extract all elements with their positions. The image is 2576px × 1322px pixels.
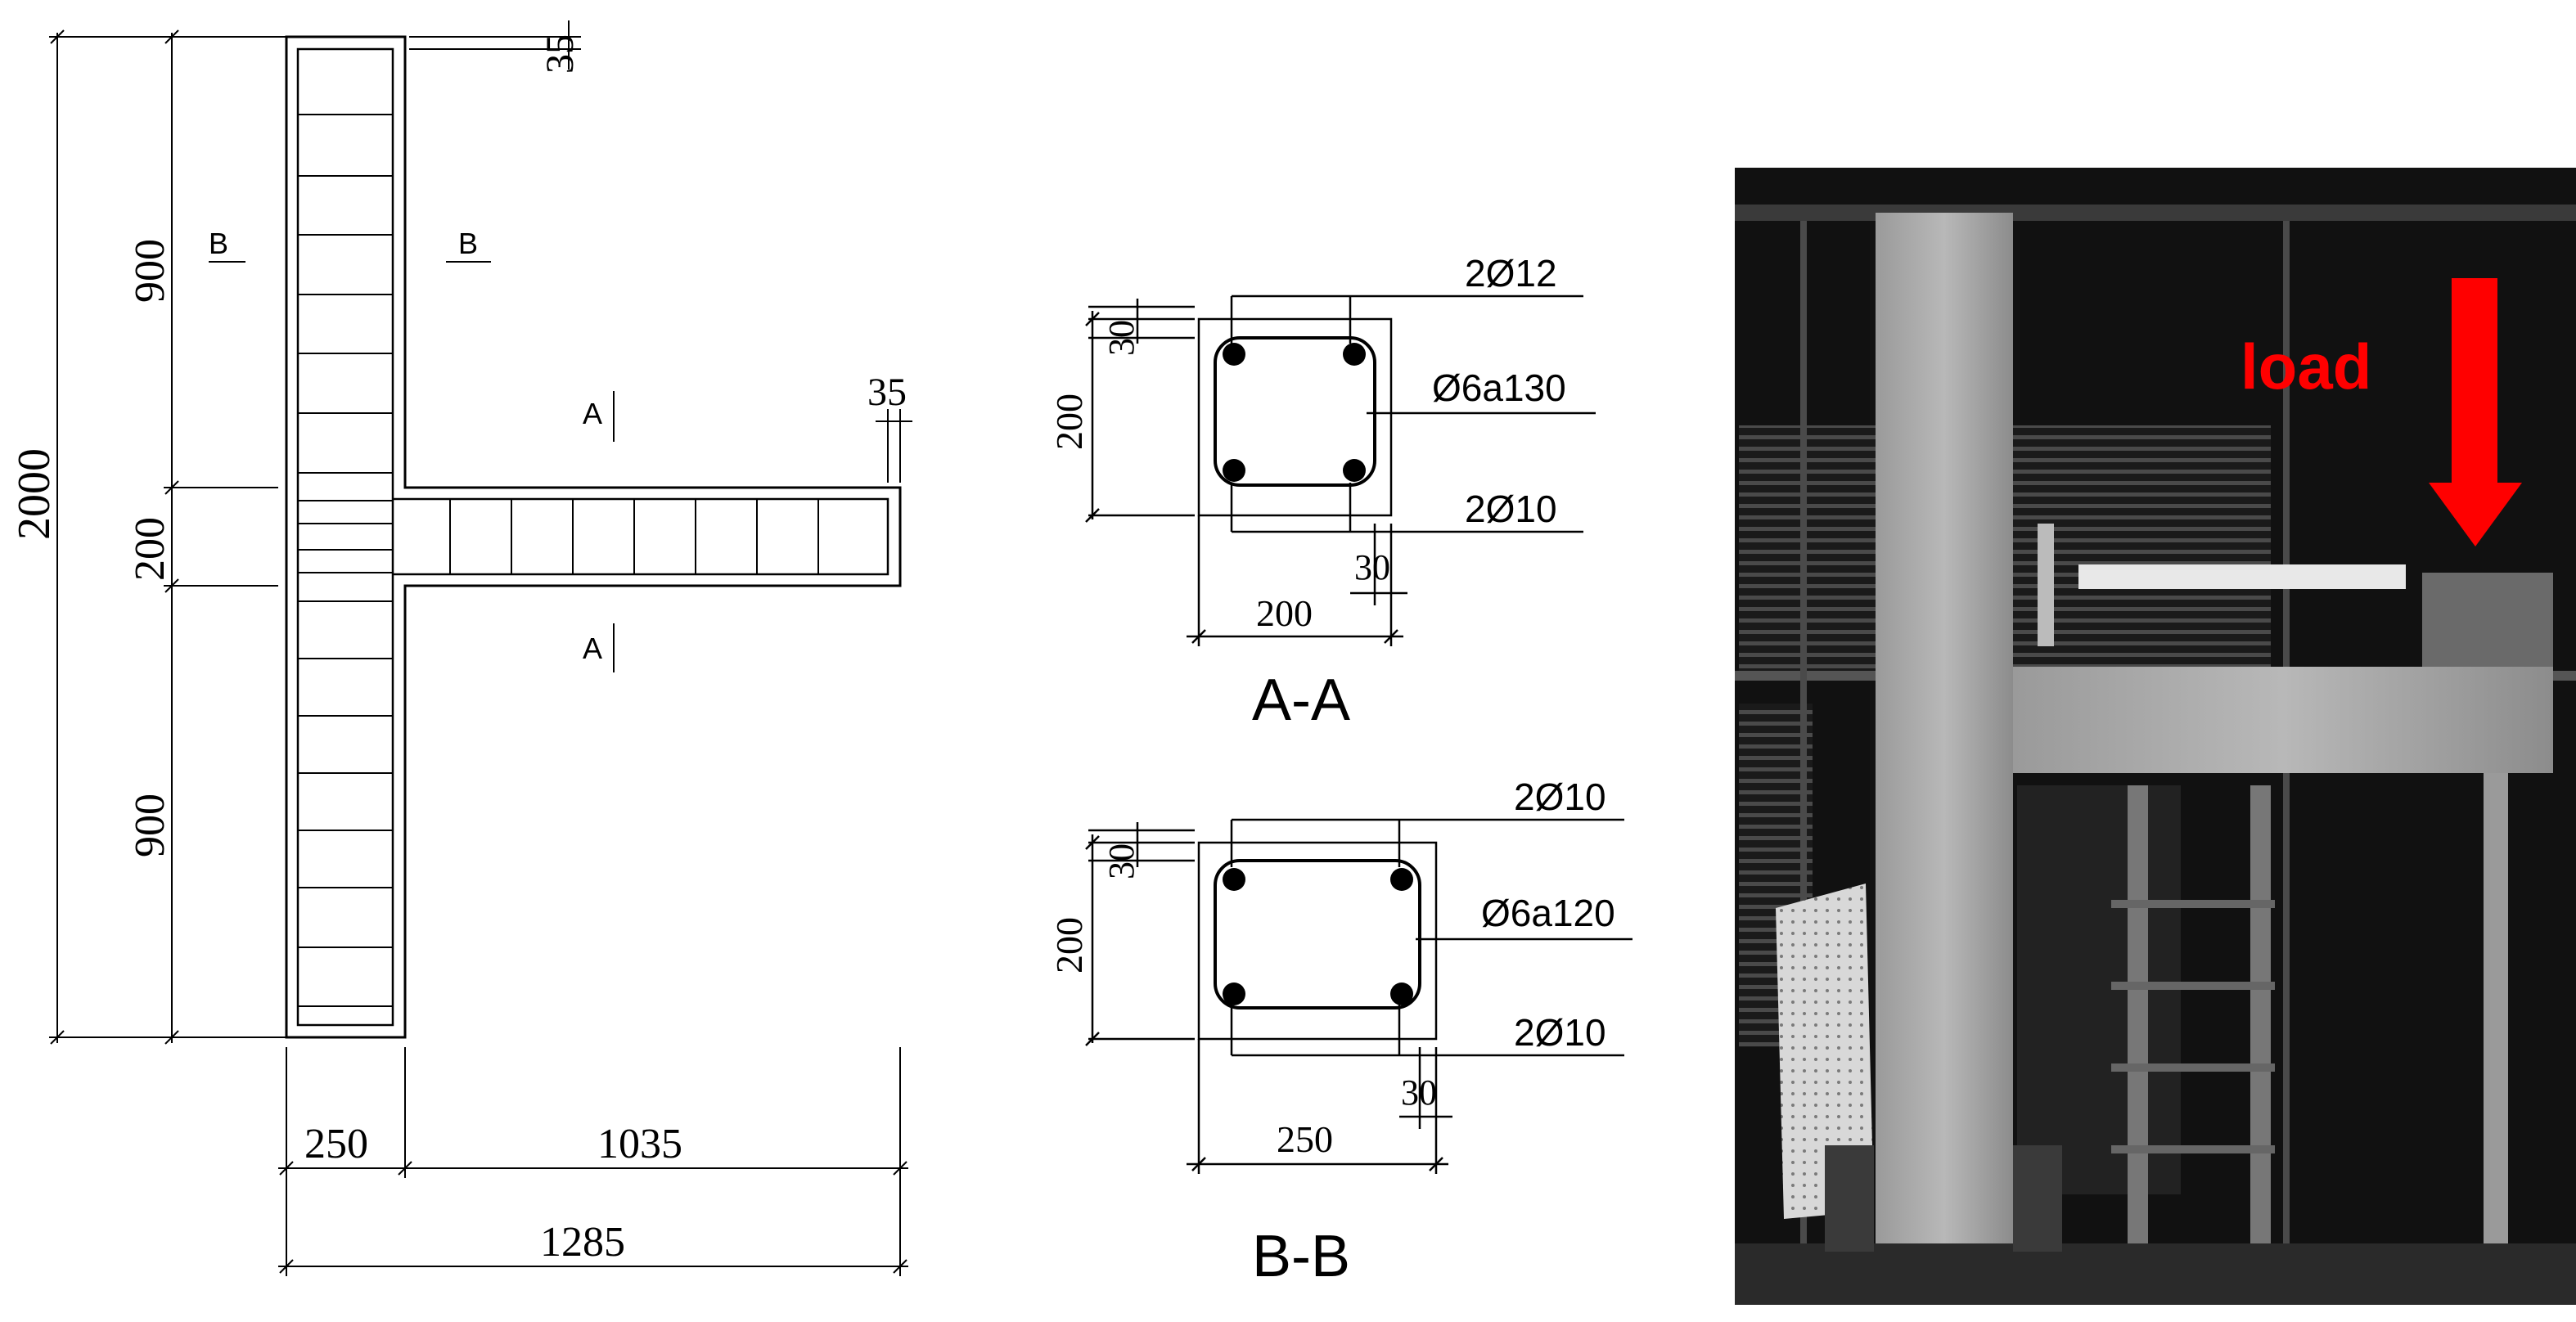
section-bb-cover-top: 30 xyxy=(1101,843,1142,879)
marker-a-top: A xyxy=(583,397,602,430)
top-cover-dimension xyxy=(409,20,581,70)
section-aa-width: 200 xyxy=(1256,592,1313,634)
section-aa-title: A-A xyxy=(1252,668,1350,733)
horizontal-dimensions xyxy=(278,1047,908,1276)
test-setup-photo: load xyxy=(1735,168,2576,1305)
beam-rebar-cage xyxy=(393,497,889,576)
dim-top-cover: 35 xyxy=(538,34,582,74)
marker-b-left: B xyxy=(209,227,228,260)
dim-lower-height: 900 xyxy=(127,794,173,857)
section-aa-stirrup xyxy=(1214,336,1376,487)
section-aa-bottom-bars: 2Ø10 xyxy=(1465,488,1557,530)
column-stirrups xyxy=(298,114,393,1007)
elevation-drawing xyxy=(49,20,912,1276)
dim-beam-length: 1035 xyxy=(597,1121,682,1167)
dim-upper-height: 900 xyxy=(127,239,173,303)
section-bb-width: 250 xyxy=(1277,1118,1333,1160)
section-bb-title: B-B xyxy=(1252,1224,1350,1289)
section-aa-height: 200 xyxy=(1048,393,1090,450)
column-rebar-cage xyxy=(296,47,394,1027)
section-bb-bars xyxy=(1223,868,1413,1005)
section-bb-top-bars: 2Ø10 xyxy=(1514,776,1606,818)
section-aa-outline xyxy=(1197,317,1393,517)
section-aa-bars xyxy=(1223,343,1366,482)
dim-joint-height: 200 xyxy=(127,517,173,581)
section-aa-cover-top: 30 xyxy=(1101,320,1142,356)
load-arrow xyxy=(2429,278,2522,546)
section-bb-stirrup xyxy=(1214,859,1421,1009)
dim-overall-width: 1285 xyxy=(540,1219,625,1266)
section-bb-height: 200 xyxy=(1048,917,1090,974)
column-outline xyxy=(285,35,902,1039)
marker-a-bottom: A xyxy=(583,632,602,665)
joint-bars xyxy=(298,500,393,573)
section-aa-stirrups: Ø6a130 xyxy=(1432,366,1566,409)
section-aa: 2Ø12 Ø6a130 2Ø10 200 30 200 30 A-A xyxy=(1048,252,1596,733)
dim-column-width: 250 xyxy=(304,1121,368,1167)
section-bb-bottom-bars: 2Ø10 xyxy=(1514,1011,1606,1054)
section-bb: 2Ø10 Ø6a120 2Ø10 200 30 250 30 B-B xyxy=(1048,776,1633,1289)
dim-total-height: 2000 xyxy=(9,448,60,540)
dim-beam-end-cover: 35 xyxy=(867,371,907,414)
section-bb-stirrups: Ø6a120 xyxy=(1481,892,1615,934)
marker-b-right: B xyxy=(458,227,478,260)
section-bb-cover-side: 30 xyxy=(1401,1072,1437,1113)
vertical-dimensions xyxy=(49,29,286,1045)
beam-end-cover-dimension xyxy=(876,409,912,483)
section-aa-top-bars: 2Ø12 xyxy=(1465,252,1557,295)
section-cut-markers xyxy=(209,261,615,672)
section-bb-outline xyxy=(1197,841,1438,1041)
section-aa-cover-side: 30 xyxy=(1354,547,1390,587)
elevation-labels: 2000 900 200 900 35 35 250 1035 1285 B B… xyxy=(9,34,907,1266)
beam-stirrups xyxy=(449,499,819,574)
load-label: load xyxy=(2240,330,2371,402)
